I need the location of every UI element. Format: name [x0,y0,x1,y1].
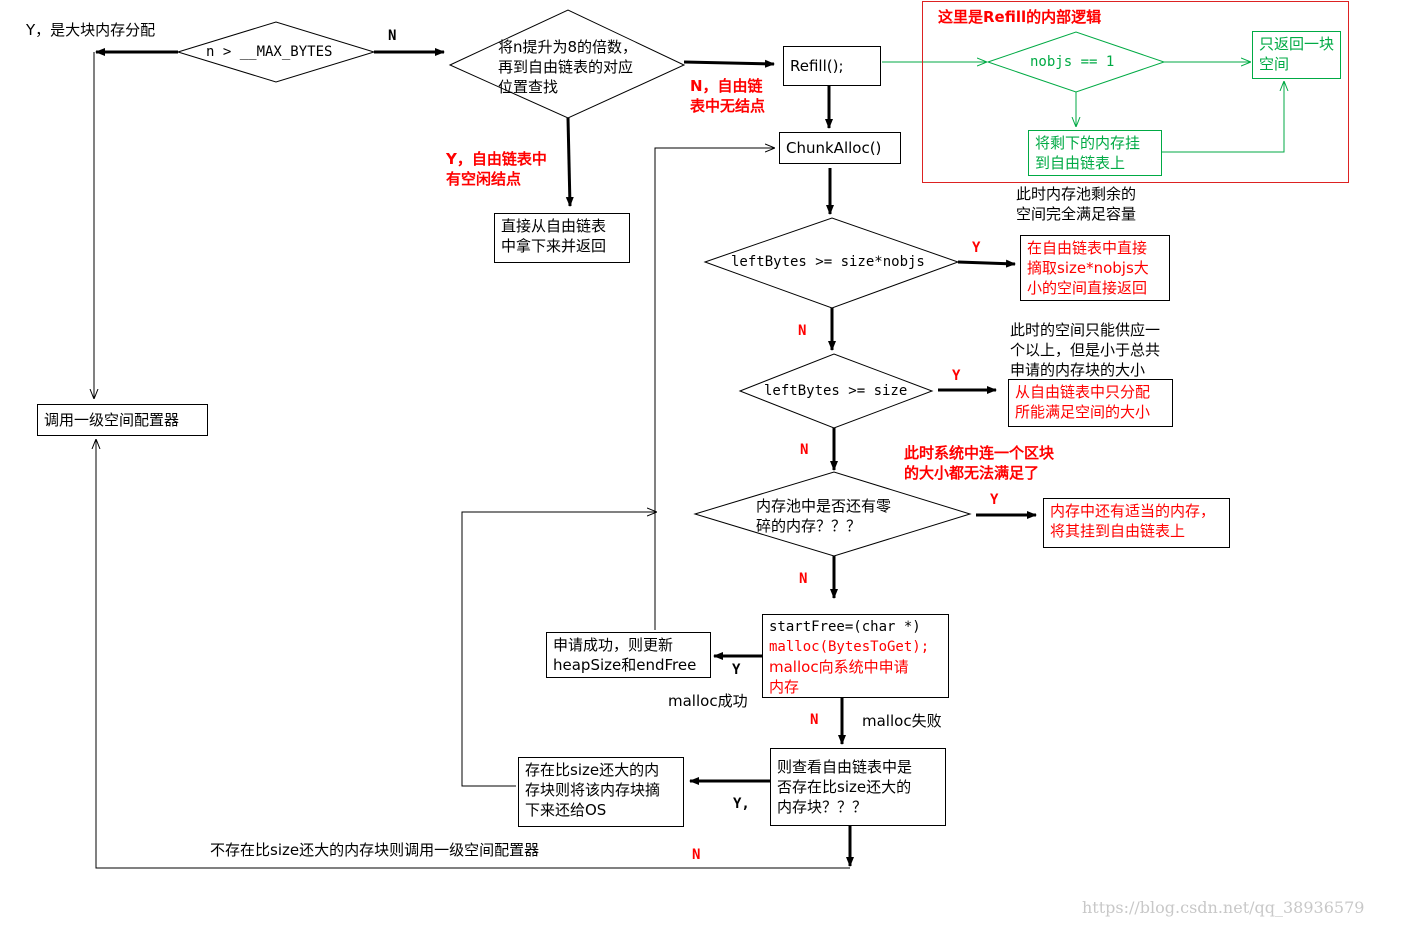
loop-release-to-poolfrag [461,512,656,787]
label-y-success: Y [732,662,741,678]
decision-left-size-text: leftBytes >= size [764,383,908,399]
update-heap-box: 申请成功，则更新 heapSize和endFree [546,632,711,678]
malloc-line3: malloc向系统中申请 内存 [769,658,909,696]
refill-box: Refill(); [783,46,881,86]
decision-nobjs-text: nobjs == 1 [1030,54,1115,70]
decision-left-size-diamond [738,353,934,429]
label-malloc-success: malloc成功 [668,692,748,710]
hang-rest-box: 将剩下的内存挂 到自由链表上 [1028,130,1162,176]
chunk-alloc-box: ChunkAlloc() [779,132,901,164]
label-pool-enough: 此时内存池剩余的 空间完全满足容量 [1016,185,1137,223]
label-n3: N [799,571,808,587]
label-n-top: N [388,28,397,44]
label-n-no-node: N，自由链 表中无结点 [690,77,766,115]
arrow-hang-to-return [1162,82,1284,153]
label-refill-internal: 这里是Refill的内部逻辑 [938,8,1102,26]
loop-no-bigger-to-first-level [96,440,850,869]
take-total-box: 在自由链表中直接 摘取size*nobjs大 小的空间直接返回 [1020,235,1170,301]
check-bigger-box: 则查看自由链表中是 否存在比size还大的 内存块？？？ [770,748,946,826]
decision-round-up-diamond [448,9,686,119]
label-y3: Y [990,492,999,508]
decision-pool-frag-diamond [693,471,972,557]
label-n5: N [692,847,701,863]
label-call-first-level: 不存在比size还大的内存块则调用一级空间配置器 [210,841,540,859]
label-pool-partial: 此时的空间只能供应一 个以上，但是小于总共 申请的内存块的大小 [1010,321,1161,379]
first-level-box: 调用一级空间配置器 [37,404,208,436]
take-partial-box: 从自由链表中只分配 所能满足空间的大小 [1008,379,1173,427]
refill-internal-frame [922,1,1349,183]
label-malloc-fail: malloc失败 [862,712,942,730]
label-y-large-block: Y，是大块内存分配 [26,21,156,39]
label-y-free-node: Y，自由链表中 有空闲结点 [446,150,547,188]
malloc-line1: startFree=(char *) [769,619,921,635]
label-y1: Y [972,240,981,256]
malloc-box: startFree=(char *) malloc(BytesToGet); m… [762,614,949,698]
decision-pool-frag-text: 内存池中是否还有零 碎的内存？？？ [756,497,892,535]
label-y2: Y [952,368,961,384]
watermark: https://blog.csdn.net/qq_38936579 [1082,898,1365,917]
update-heap-text: 申请成功，则更新 heapSize和endFree [553,636,697,674]
label-n4: N [810,712,819,728]
label-pool-none: 此时系统中连一个区块 的大小都无法满足了 [904,444,1055,482]
take-from-list-box: 直接从自由链表 中拿下来并返回 [494,213,630,263]
decision-round-up-text: 将n提升为8的倍数， 再到自由链表的对应 位置查找 [498,38,638,96]
malloc-line2: malloc(BytesToGet); [769,639,930,655]
label-y-comma: Y, [733,796,750,812]
arrow-lefttotal-yes [957,259,1016,268]
loop-update-to-chunkalloc [654,148,774,630]
arrow-roundup-down [565,117,574,207]
decision-max-bytes-text: n > __MAX_BYTES [206,44,333,60]
label-n2: N [800,442,809,458]
hang-frag-box: 内存中还有适当的内存， 将其挂到自由链表上 [1043,498,1230,548]
return-one-box: 只返回一块 空间 [1252,31,1341,79]
release-os-box: 存在比size还大的内 存块则将该内存块摘 下来还给OS [518,757,684,827]
arrow-roundup-to-refill [683,59,775,68]
decision-left-total-text: leftBytes >= size*nobjs [731,254,925,270]
label-n1: N [798,323,807,339]
